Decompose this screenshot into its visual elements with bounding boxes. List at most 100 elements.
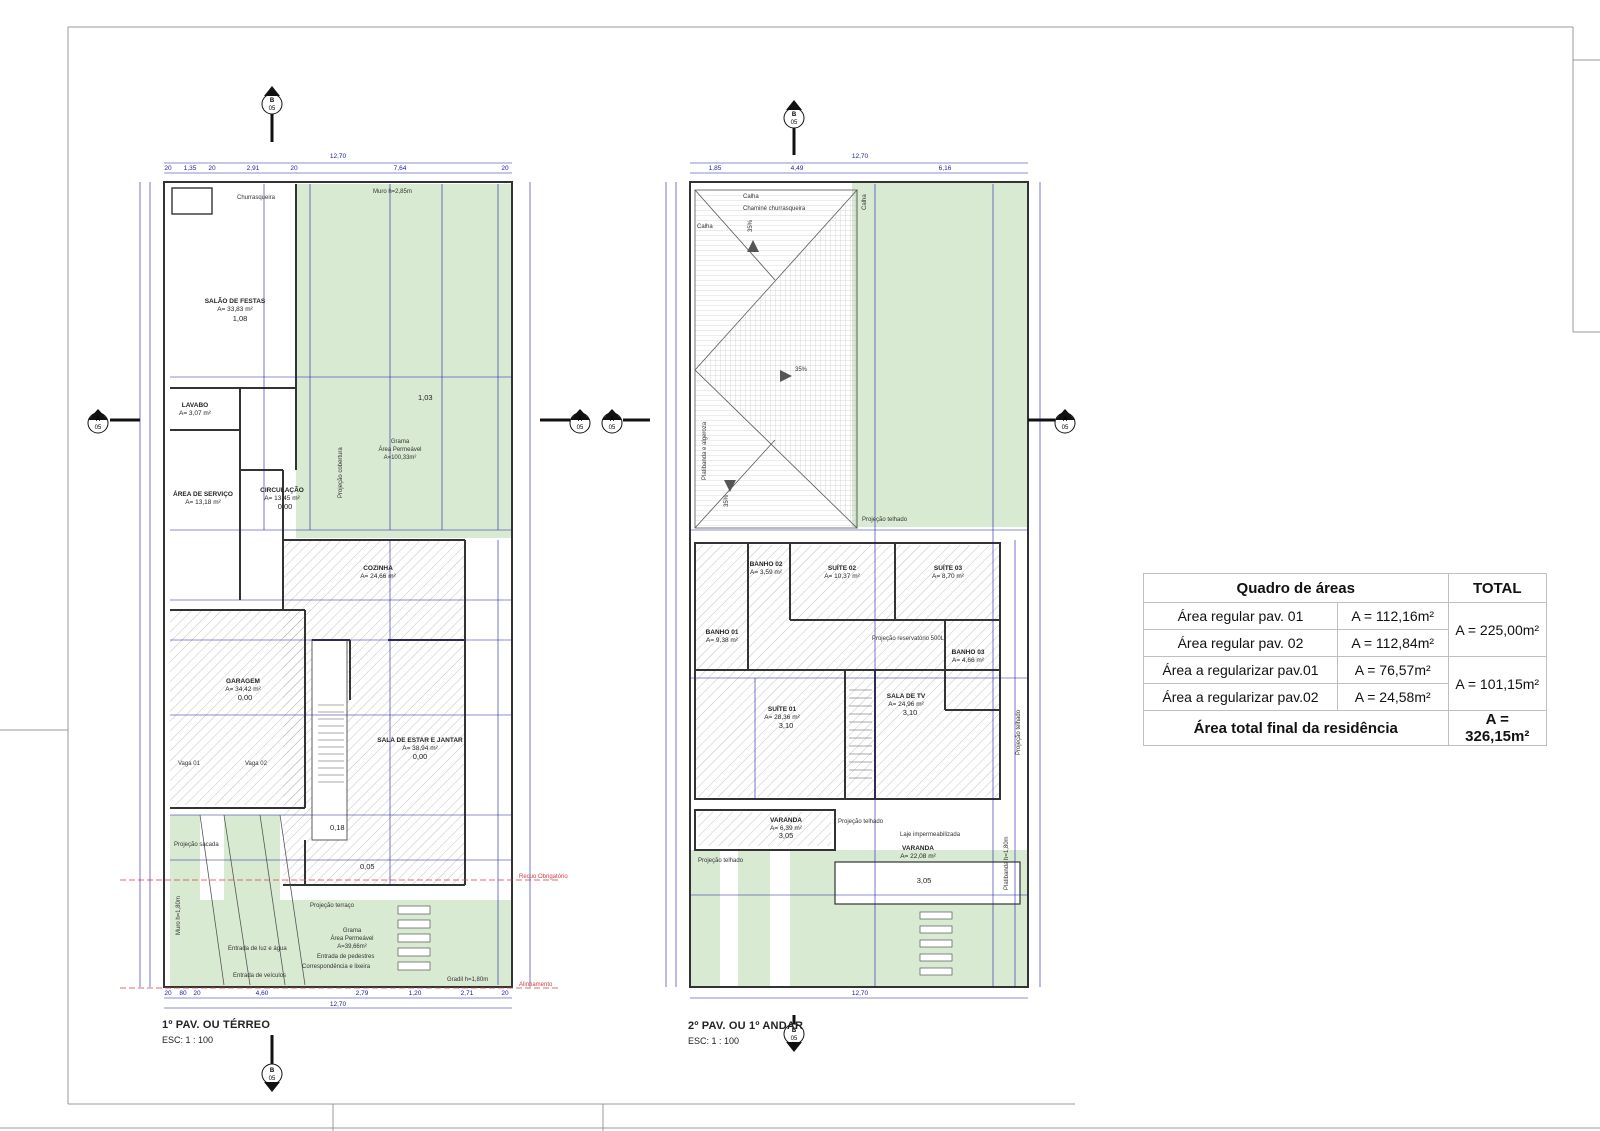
svg-text:80: 80 [179, 990, 187, 997]
final-area-value: A = 326,15m² [1447, 710, 1547, 746]
svg-text:05: 05 [269, 1076, 276, 1082]
svg-text:VARANDA: VARANDA [770, 817, 802, 824]
svg-text:Muro h=2,85m: Muro h=2,85m [373, 189, 412, 195]
svg-text:Projeção telhado: Projeção telhado [838, 819, 884, 825]
svg-text:20: 20 [164, 990, 172, 997]
svg-text:A= 24,96 m²: A= 24,96 m² [888, 701, 924, 708]
svg-text:Vaga 02: Vaga 02 [245, 761, 268, 767]
svg-text:SUÍTE 03: SUÍTE 03 [934, 563, 963, 572]
svg-text:2,91: 2,91 [247, 165, 260, 172]
svg-text:05: 05 [1062, 425, 1069, 431]
svg-text:Projeção sacada: Projeção sacada [174, 842, 219, 848]
svg-text:Chaminé churrasqueira: Chaminé churrasqueira [743, 206, 806, 212]
section-marker-b-top: B 05 [261, 86, 283, 142]
svg-text:Laje impermeabilizada: Laje impermeabilizada [900, 832, 961, 838]
svg-text:12,70: 12,70 [330, 153, 347, 160]
svg-text:Muro h=1,80m: Muro h=1,80m [176, 896, 182, 935]
svg-text:2,71: 2,71 [461, 990, 474, 997]
svg-text:Platibanda e algeroza: Platibanda e algeroza [702, 421, 708, 480]
svg-text:A= 4,66 m²: A= 4,66 m² [952, 657, 985, 664]
svg-text:A= 22,08 m²: A= 22,08 m² [900, 853, 936, 860]
svg-text:B: B [270, 1068, 275, 1074]
svg-text:1,20: 1,20 [409, 990, 422, 997]
area-label: Área regular pav. 01 [1143, 602, 1338, 630]
svg-text:LAVABO: LAVABO [182, 402, 208, 409]
svg-text:Área Permeável: Área Permeável [378, 446, 421, 453]
svg-text:VARANDA: VARANDA [902, 845, 934, 852]
svg-text:A=39,66m²: A=39,66m² [337, 944, 367, 950]
svg-text:A= 9,38 m²: A= 9,38 m² [706, 637, 739, 644]
svg-text:3,10: 3,10 [779, 721, 794, 730]
svg-text:Calha: Calha [743, 194, 759, 200]
svg-text:CIRCULAÇÃO: CIRCULAÇÃO [260, 485, 304, 494]
svg-text:12,70: 12,70 [852, 990, 869, 997]
area-label: Área a regularizar pav.01 [1143, 656, 1338, 684]
svg-text:35%: 35% [724, 494, 730, 507]
svg-text:SALA DE ESTAR E JANTAR: SALA DE ESTAR E JANTAR [377, 737, 463, 744]
svg-text:A= 28,36 m²: A= 28,36 m² [764, 714, 800, 721]
section-marker-a-center: A 05 A 05 [540, 409, 650, 434]
svg-text:1,03: 1,03 [418, 393, 433, 402]
svg-text:4,60: 4,60 [256, 990, 269, 997]
section-marker-a-left: A 05 [87, 409, 140, 434]
room-name: SALÃO DE FESTAS [205, 296, 266, 305]
svg-text:05: 05 [791, 1036, 798, 1042]
svg-text:A= 38,94 m²: A= 38,94 m² [402, 745, 438, 752]
area-group-total: A = 101,15m² [1447, 656, 1547, 711]
svg-text:Grama: Grama [391, 439, 410, 445]
svg-text:A= 3,59 m²: A= 3,59 m² [750, 569, 783, 576]
section-markers: B 05 A 05 A 05 A 05 [87, 86, 1076, 1092]
sheet-frame [0, 26, 1600, 1131]
svg-text:3,10: 3,10 [903, 708, 918, 717]
svg-text:1,35: 1,35 [184, 165, 197, 172]
svg-text:20: 20 [501, 990, 509, 997]
svg-text:BANHO 02: BANHO 02 [750, 561, 783, 568]
ground-floor-title: 1º PAV. OU TÉRREO [162, 1019, 271, 1031]
svg-text:Projeção telhado: Projeção telhado [862, 517, 908, 523]
svg-text:0,05: 0,05 [360, 862, 375, 871]
ground-floor-scale: ESC: 1 : 100 [162, 1035, 214, 1045]
svg-text:A= 8,70 m²: A= 8,70 m² [932, 573, 965, 580]
svg-text:Correspondência e lixeira: Correspondência e lixeira [302, 964, 371, 970]
svg-text:A= 34,42 m²: A= 34,42 m² [225, 686, 261, 693]
svg-text:Projeção reservatório 500L: Projeção reservatório 500L [872, 636, 945, 642]
svg-text:Calha: Calha [697, 224, 713, 230]
area-value: A = 112,16m² [1336, 602, 1449, 630]
svg-text:A= 3,07 m²: A= 3,07 m² [179, 410, 212, 417]
upper-floor-title: 2º PAV. OU 1º ANDAR [688, 1020, 804, 1032]
area-group-total: A = 225,00m² [1447, 602, 1547, 657]
section-marker-b-bottom-upper: B 05 [783, 1015, 805, 1052]
svg-text:Projeção terraço: Projeção terraço [310, 903, 355, 909]
section-marker-a-right: A 05 [1028, 409, 1076, 434]
svg-text:Alinhamento: Alinhamento [519, 982, 553, 988]
table-total-row: Área total final da residência A = 326,1… [1143, 710, 1547, 746]
svg-text:05: 05 [269, 106, 276, 112]
svg-text:20: 20 [208, 165, 216, 172]
area-label: Área regular pav. 02 [1143, 629, 1338, 657]
svg-text:A= 10,37 m²: A= 10,37 m² [824, 573, 860, 580]
upper-lot-boundary [689, 181, 1029, 988]
svg-text:A= 6,39 m²: A= 6,39 m² [770, 825, 803, 832]
table-row: Área a regularizar pav.02 A = 24,58m² [1143, 683, 1547, 711]
lawn-front [170, 900, 512, 988]
svg-text:B: B [792, 112, 797, 118]
svg-text:0,00: 0,00 [413, 752, 428, 761]
svg-text:3,05: 3,05 [917, 876, 932, 885]
ground-lot-boundary [163, 181, 513, 988]
svg-text:Entrada de pedestres: Entrada de pedestres [317, 954, 374, 960]
svg-text:05: 05 [609, 425, 616, 431]
svg-text:05: 05 [95, 425, 102, 431]
svg-text:Área Permeável: Área Permeável [330, 935, 373, 942]
svg-text:6,16: 6,16 [939, 165, 952, 172]
areas-table-header: Quadro de áreas TOTAL [1143, 573, 1547, 603]
svg-text:12,70: 12,70 [330, 1001, 347, 1008]
svg-text:0,00: 0,00 [278, 502, 293, 511]
svg-text:ÁREA DE SERVIÇO: ÁREA DE SERVIÇO [173, 489, 233, 498]
svg-text:7,64: 7,64 [394, 165, 407, 172]
svg-text:Projeção telhado: Projeção telhado [1016, 709, 1022, 755]
svg-text:20: 20 [193, 990, 201, 997]
area-value: A = 76,57m² [1336, 656, 1449, 684]
svg-text:A= 33,83 m²: A= 33,83 m² [217, 306, 253, 313]
svg-text:1,85: 1,85 [709, 165, 722, 172]
